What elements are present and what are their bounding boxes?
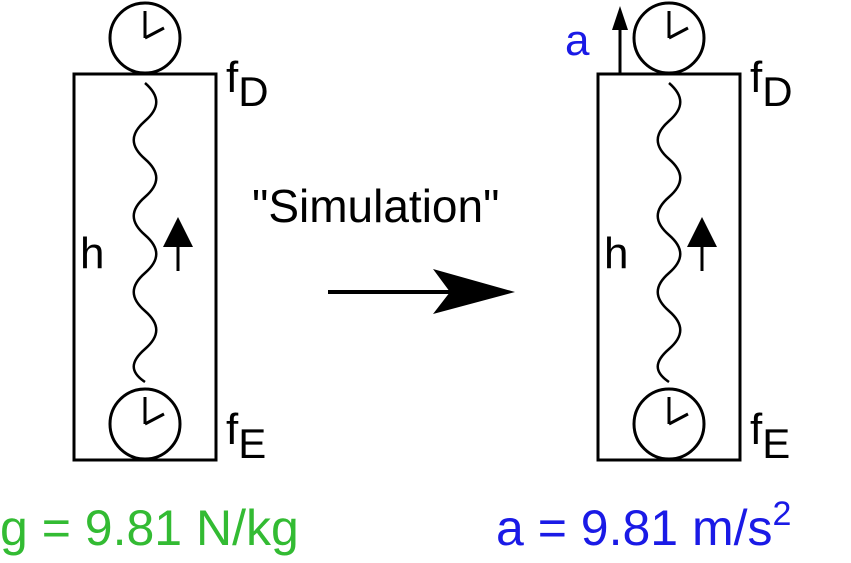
acceleration-caption-sup: 2 [773, 495, 792, 533]
clock-icon-top-right [632, 1, 706, 75]
freq-bottom-main-right: f [750, 405, 763, 454]
left-panel: h fD fE g = 9.81 N/kg [0, 1, 299, 556]
acceleration-arrow-icon [612, 6, 628, 74]
freq-bottom-main-left: f [226, 405, 239, 454]
freq-top-label-left: fD [226, 53, 269, 115]
center-transition: "Simulation" [252, 180, 515, 314]
photon-wave-right [656, 82, 682, 384]
freq-bottom-label-left: fE [226, 405, 266, 467]
clock-icon-bottom-right [632, 387, 706, 461]
freq-top-sub-left: D [238, 68, 268, 115]
simulation-label: "Simulation" [252, 180, 499, 232]
acceleration-label: a [565, 16, 590, 65]
height-label-left: h [80, 229, 104, 278]
clock-icon-bottom-left [108, 387, 182, 461]
acceleration-caption-main: a = 9.81 m/s [496, 500, 773, 556]
freq-top-sub-right: D [762, 68, 792, 115]
freq-bottom-sub-left: E [238, 420, 266, 467]
freq-bottom-label-right: fE [750, 405, 790, 467]
photon-wave-left [132, 82, 158, 384]
freq-bottom-sub-right: E [762, 420, 790, 467]
gravity-caption: g = 9.81 N/kg [0, 500, 299, 556]
freq-top-main-right: f [750, 53, 763, 102]
right-panel: a h fD fE a = 9.81 m/s2 [496, 1, 793, 556]
freq-top-label-right: fD [750, 53, 793, 115]
height-label-right: h [604, 229, 628, 278]
clock-icon-top-left [108, 1, 182, 75]
right-arrow-icon [328, 269, 515, 314]
acceleration-caption: a = 9.81 m/s2 [496, 495, 791, 556]
freq-top-main-left: f [226, 53, 239, 102]
